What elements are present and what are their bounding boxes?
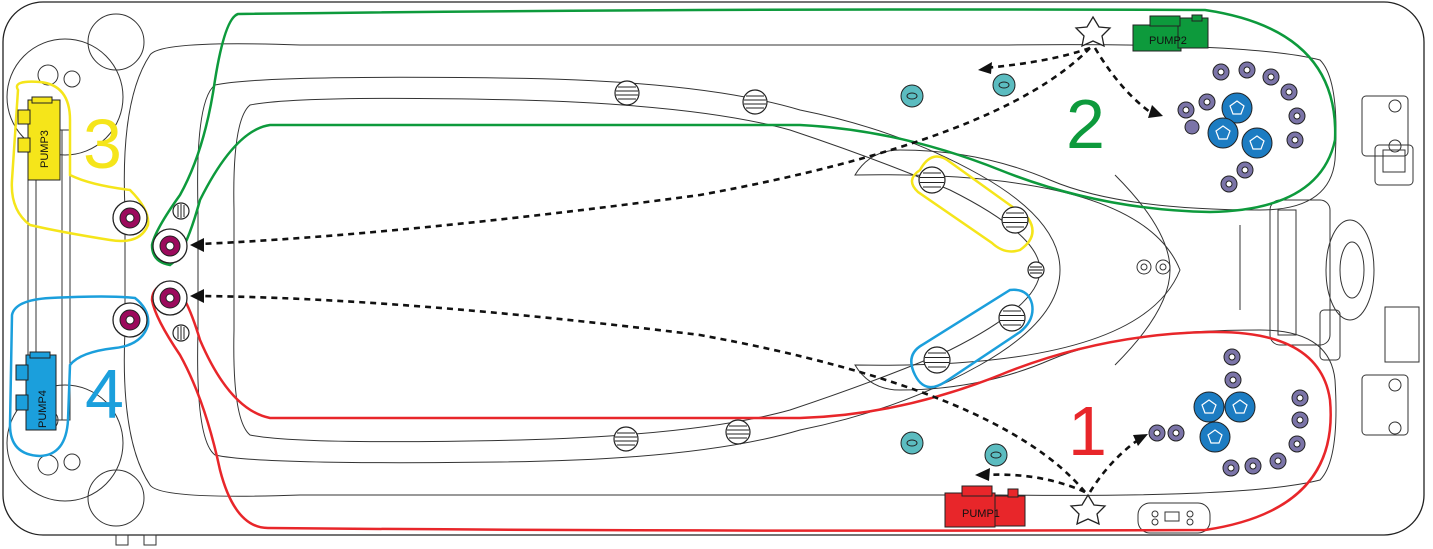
suction-grates: [172, 80, 1045, 452]
teal-jets: [900, 73, 1016, 467]
suction-grate: [1027, 261, 1045, 279]
pump3: PUMP3: [17, 96, 61, 181]
flow-arrows: [190, 46, 1163, 494]
swim-jet: [112, 200, 148, 236]
diverter-valve-top: [1074, 15, 1112, 48]
diverter-valves: [1069, 15, 1112, 526]
swim-jet: [152, 280, 188, 316]
footwell-fittings: [1136, 259, 1171, 275]
pump1-label: PUMP1: [962, 508, 1000, 520]
control-panel: [1137, 502, 1211, 534]
swim-jet: [152, 228, 188, 264]
pump4-label: PUMP4: [37, 390, 49, 428]
seat-outline-mid: [197, 76, 1061, 464]
zone1-jet-cluster: [1148, 348, 1309, 477]
suction-grate: [613, 426, 639, 452]
suction-grate: [918, 166, 946, 194]
zone1-number: 1: [1068, 392, 1107, 470]
spa-shell-outline: [2, 1, 1425, 536]
zone1-loop: [150, 280, 1332, 532]
zone4-loop: [8, 295, 150, 458]
diverter-valve-bottom: [1069, 493, 1107, 526]
swim-jet: [112, 302, 148, 338]
zone2-number: 2: [1066, 85, 1105, 163]
suction-grate: [172, 202, 190, 220]
right-end-equipment: [1239, 95, 1420, 436]
pump3-label: PUMP3: [39, 130, 51, 168]
suction-grate: [725, 419, 751, 445]
suction-grate: [742, 89, 768, 115]
zone2-jet-cluster: [1177, 61, 1306, 193]
suction-grate: [998, 304, 1026, 332]
suction-grate: [1001, 206, 1029, 234]
seat-outline-inner: [233, 97, 1041, 443]
teal-jet: [900, 431, 924, 455]
teal-jet: [900, 84, 924, 108]
zone3-number: 3: [83, 105, 122, 183]
drain-fittings: [115, 534, 157, 546]
pump2: PUMP2: [1132, 14, 1209, 52]
swim-jets: [112, 200, 188, 338]
zone4-number: 4: [85, 355, 124, 433]
pump1: PUMP1: [944, 485, 1026, 528]
zone3-skimmer-loop: [910, 155, 1034, 253]
zone2-loop: [150, 8, 1337, 267]
teal-jet: [984, 443, 1008, 467]
suction-grate: [923, 346, 951, 374]
zone4-skimmer-loop: [910, 288, 1034, 389]
pump4: PUMP4: [15, 351, 57, 431]
seat-outline-outer: [123, 43, 1337, 497]
pump2-label: PUMP2: [1149, 35, 1187, 47]
suction-grate: [172, 324, 190, 342]
left-corner-fittings: [6, 13, 145, 527]
teal-jet: [992, 73, 1016, 97]
suction-grate: [614, 80, 640, 106]
